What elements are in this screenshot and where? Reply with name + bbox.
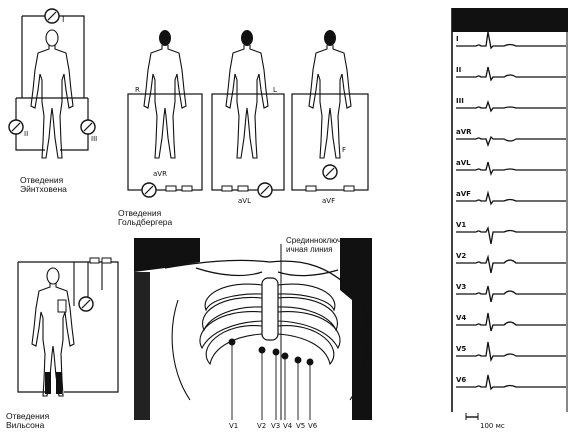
ecg-trace-II [456, 67, 566, 80]
galvanometer-icon [45, 9, 59, 23]
caption-line: ичная линия [286, 245, 344, 254]
ecg-trace-aVF [456, 193, 566, 204]
galvanometer-icon [9, 120, 23, 134]
ecg-lead-label-I: I [456, 35, 459, 43]
ecg-trace-V2 [456, 257, 566, 273]
lead-label-III: III [91, 135, 97, 143]
ecg-lead-label-V2: V2 [456, 252, 466, 260]
ecg-lead-label-aVF: aVF [456, 190, 471, 198]
lead-label-aVL: aVL [238, 197, 251, 205]
ecg-trace-V4 [456, 313, 566, 331]
caption-line: Вильсона [6, 421, 49, 430]
chest-diagram: V1 V2 V3 V4 V5 V6 [134, 238, 372, 430]
ecg-lead-label-aVR: aVR [456, 128, 472, 136]
ecg-lead-label-V3: V3 [456, 283, 466, 291]
ecg-trace-V1 [456, 228, 566, 244]
lead-label-aVF: aVF [322, 197, 335, 205]
caption-line: Гольдбергера [118, 218, 172, 227]
ecg-lead-label-aVL: aVL [456, 159, 471, 167]
ecg-lead-label-V5: V5 [456, 345, 466, 353]
electrode-label-R: R [135, 86, 140, 94]
goldberger-diagram: R L F aVR aVL aVF [128, 30, 368, 205]
midclavicular-line-label: Срединноключ- ичная линия [286, 236, 344, 254]
galvanometer-icon [142, 183, 156, 197]
ecg-trace-V5 [456, 342, 566, 360]
ecg-trace-I [456, 32, 566, 48]
ecg-lead-label-V4: V4 [456, 314, 466, 322]
caption-line: Срединноключ- [286, 236, 344, 245]
chest-label-V1: V1 [229, 422, 238, 430]
ecg-lead-label-V6: V6 [456, 376, 466, 384]
ecg-lead-label-III: III [456, 97, 464, 105]
electrode-label-F: F [342, 146, 346, 154]
einthoven-diagram: I II III [9, 9, 97, 158]
ecg-trace-III [456, 102, 566, 111]
chest-label-V2: V2 [257, 422, 266, 430]
lead-label-aVR: aVR [153, 170, 167, 178]
ecg-lead-label-II: II [456, 66, 461, 74]
galvanometer-icon [258, 183, 272, 197]
ecg-trace-aVR [456, 137, 566, 145]
galvanometer-icon [81, 120, 95, 134]
caption-line: Эйнтховена [20, 185, 67, 194]
ecg-trace-V6 [456, 375, 566, 389]
galvanometer-icon [323, 165, 337, 179]
lead-label-II: II [24, 130, 28, 138]
chest-label-V5: V5 [296, 422, 305, 430]
wilson-diagram [18, 258, 118, 396]
electrode-label-L: L [273, 86, 277, 94]
lead-label-I: I [62, 15, 64, 24]
galvanometer-icon [79, 297, 93, 311]
chest-label-V4: V4 [283, 422, 293, 430]
einthoven-caption: Отведения Эйнтховена [20, 176, 67, 194]
ecg-trace-aVL [456, 162, 566, 174]
chest-label-V6: V6 [308, 422, 318, 430]
chest-label-V3: V3 [271, 422, 280, 430]
wilson-caption: Отведения Вильсона [6, 412, 49, 430]
ecg-trace-V3 [456, 286, 566, 302]
time-scale-label: 100 мс [480, 422, 505, 430]
ecg-lead-label-V1: V1 [456, 221, 466, 229]
goldberger-caption: Отведения Гольдбергера [118, 209, 172, 227]
